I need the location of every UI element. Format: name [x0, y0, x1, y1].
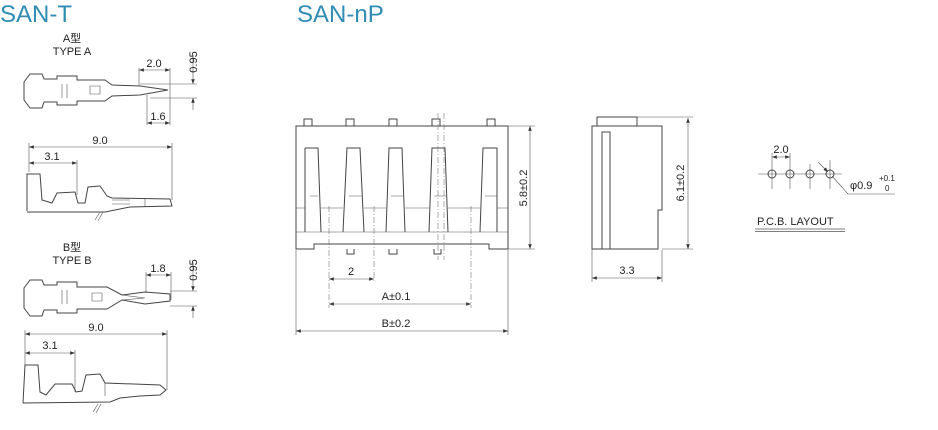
dim-a: A±0.1 [382, 291, 411, 303]
type-b-dim-total: 9.0 [88, 322, 103, 334]
terminal-type-b: B型 TYPE B 1.8 0.95 9.0 3.1 [22, 240, 200, 414]
type-b-dim-crimp: 3.1 [42, 340, 57, 352]
pcb-holes [767, 153, 835, 189]
type-b-label-en: TYPE B [52, 255, 91, 267]
type-a-dim-thickness: 0.95 [188, 51, 200, 72]
type-a-dim-total: 9.0 [92, 135, 107, 147]
dim-side-height: 6.1±0.2 [675, 165, 687, 202]
type-a-label-cn: A型 [63, 31, 81, 45]
type-a-side-view [26, 173, 173, 213]
title-san-np: SAN-nP [297, 1, 384, 28]
dim-depth: 3.3 [619, 265, 634, 277]
housing-front-view: 2 A±0.1 B±0.2 5.8±0.2 [295, 113, 535, 335]
type-a-dim-short: 1.6 [150, 111, 165, 123]
type-b-dim-thickness: 0.95 [188, 259, 200, 280]
type-b-dim-tip: 1.8 [150, 263, 165, 275]
dim-front-height: 5.8±0.2 [518, 170, 530, 207]
pcb-hole-dia: φ0.9 [850, 180, 872, 192]
pcb-dim-pitch: 2.0 [773, 144, 788, 156]
type-a-top-view [23, 73, 169, 109]
terminal-type-a: A型 TYPE A 2.0 0.95 1.6 9.0 3.1 [23, 31, 200, 222]
pcb-layout: 2.0 φ0.9 +0.1 0 P.C.B. LAYOUT [755, 144, 895, 232]
type-b-side-view [22, 364, 167, 404]
title-san-t: SAN-T [0, 1, 72, 28]
type-a-dim-crimp: 3.1 [44, 151, 59, 163]
pcb-layout-label: P.C.B. LAYOUT [757, 216, 834, 228]
type-b-top-view [23, 279, 171, 317]
type-a-label-en: TYPE A [53, 46, 92, 58]
type-a-dim-tip: 2.0 [146, 58, 161, 70]
type-b-label-cn: B型 [63, 240, 81, 254]
housing-side-view: 6.1±0.2 3.3 [591, 116, 693, 282]
pcb-tol-minus: 0 [885, 184, 890, 193]
pcb-tol-plus: +0.1 [879, 174, 895, 183]
dim-pitch: 2 [348, 266, 354, 278]
dim-b: B±0.2 [382, 318, 411, 330]
